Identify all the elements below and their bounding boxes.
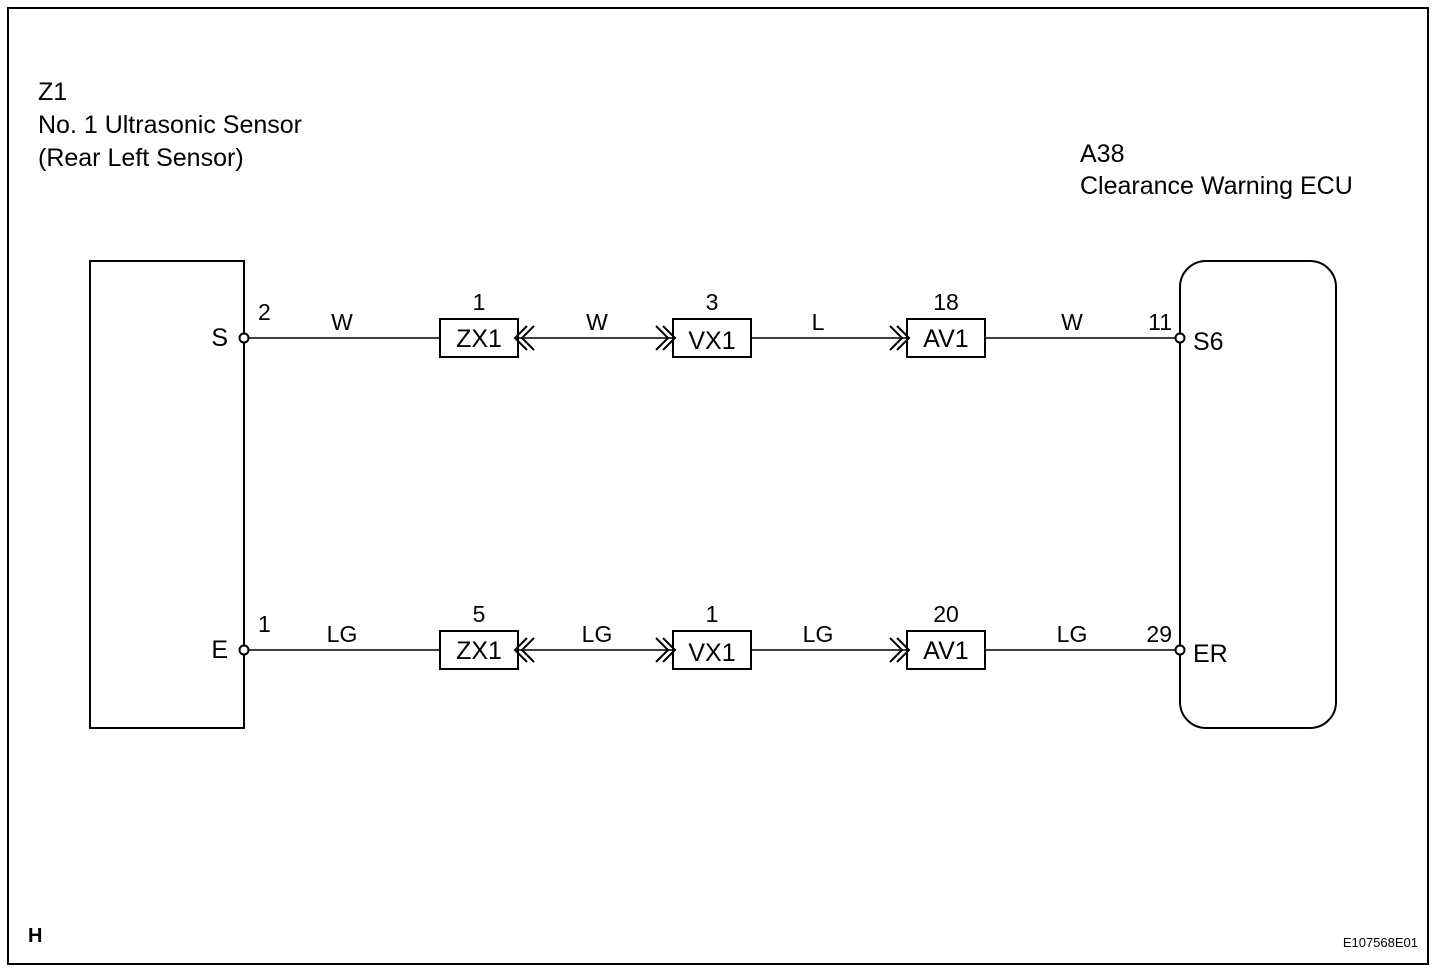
wire-color-label: LG [803, 621, 834, 647]
connector-pin-number: 18 [933, 289, 959, 315]
connector-chevron-icon-stroke [889, 637, 904, 663]
ecu-pin-number: 11 [1148, 309, 1172, 335]
connector-name: AV1 [923, 325, 968, 353]
ecu-pin-number: 29 [1146, 621, 1172, 647]
connector-box [439, 630, 519, 670]
connector-chevron-icon-stroke [662, 637, 677, 663]
connector-chevron-icon [889, 637, 911, 663]
connector-chevron-icon-stroke [513, 325, 528, 351]
sensor-terminal [238, 332, 250, 344]
connector-chevron-icon [889, 325, 911, 351]
wire-color-label: LG [582, 621, 613, 647]
right-component-code: A38 [1080, 140, 1124, 168]
left-component-code: Z1 [38, 78, 67, 106]
ecu-terminal-name: ER [1193, 640, 1228, 668]
wire-color-label: LG [1057, 621, 1088, 647]
ecu-terminal [1174, 644, 1186, 656]
wire-color-label: W [586, 309, 608, 335]
figure-id: E107568E01 [1343, 935, 1418, 950]
connector-box [906, 318, 986, 358]
connector-pin-number: 1 [473, 289, 486, 315]
section-letter: H [28, 925, 42, 947]
connector-pin-number: 1 [706, 601, 719, 627]
sensor-terminal-name: S [211, 324, 228, 352]
diagram-frame [7, 7, 1429, 965]
wire-color-label: W [1061, 309, 1083, 335]
connector-chevron-icon-stroke [513, 637, 528, 663]
connector-chevron-icon-stroke [655, 325, 670, 351]
sensor-terminal-name: E [211, 636, 228, 664]
connector-chevron-icon [655, 637, 677, 663]
connector-box [672, 318, 752, 358]
connector-chevron-icon [513, 325, 535, 351]
connector-name: AV1 [923, 637, 968, 665]
right-component-name: Clearance Warning ECU [1080, 172, 1353, 200]
left-component-desc: (Rear Left Sensor) [38, 144, 244, 172]
sensor-pin-number: 2 [258, 299, 271, 325]
connector-box [439, 318, 519, 358]
connector-name: VX1 [688, 327, 735, 355]
connector-chevron-icon-stroke [520, 637, 535, 663]
connector-chevron-icon [655, 325, 677, 351]
wire-color-label: LG [327, 621, 358, 647]
connector-chevron-icon-stroke [896, 637, 911, 663]
connector-chevron-icon [513, 637, 535, 663]
left-component-name: No. 1 Ultrasonic Sensor [38, 111, 302, 139]
connector-chevron-icon-stroke [662, 325, 677, 351]
wire-color-label: L [812, 309, 825, 335]
connector-name: VX1 [688, 639, 735, 667]
ecu-terminal-name: S6 [1193, 328, 1224, 356]
connector-name: ZX1 [456, 325, 502, 353]
wire-color-label: W [331, 309, 353, 335]
sensor-pin-number: 1 [258, 611, 271, 637]
connector-pin-number: 5 [473, 601, 486, 627]
connector-box [672, 630, 752, 670]
connector-name: ZX1 [456, 637, 502, 665]
connector-chevron-icon-stroke [896, 325, 911, 351]
ecu-box [1179, 260, 1337, 729]
connector-chevron-icon-stroke [889, 325, 904, 351]
ecu-terminal [1174, 332, 1186, 344]
connector-box [906, 630, 986, 670]
sensor-terminal [238, 644, 250, 656]
connector-chevron-icon-stroke [520, 325, 535, 351]
connector-chevron-icon-stroke [655, 637, 670, 663]
sensor-box [89, 260, 245, 729]
connector-pin-number: 20 [933, 601, 959, 627]
connector-pin-number: 3 [706, 289, 719, 315]
